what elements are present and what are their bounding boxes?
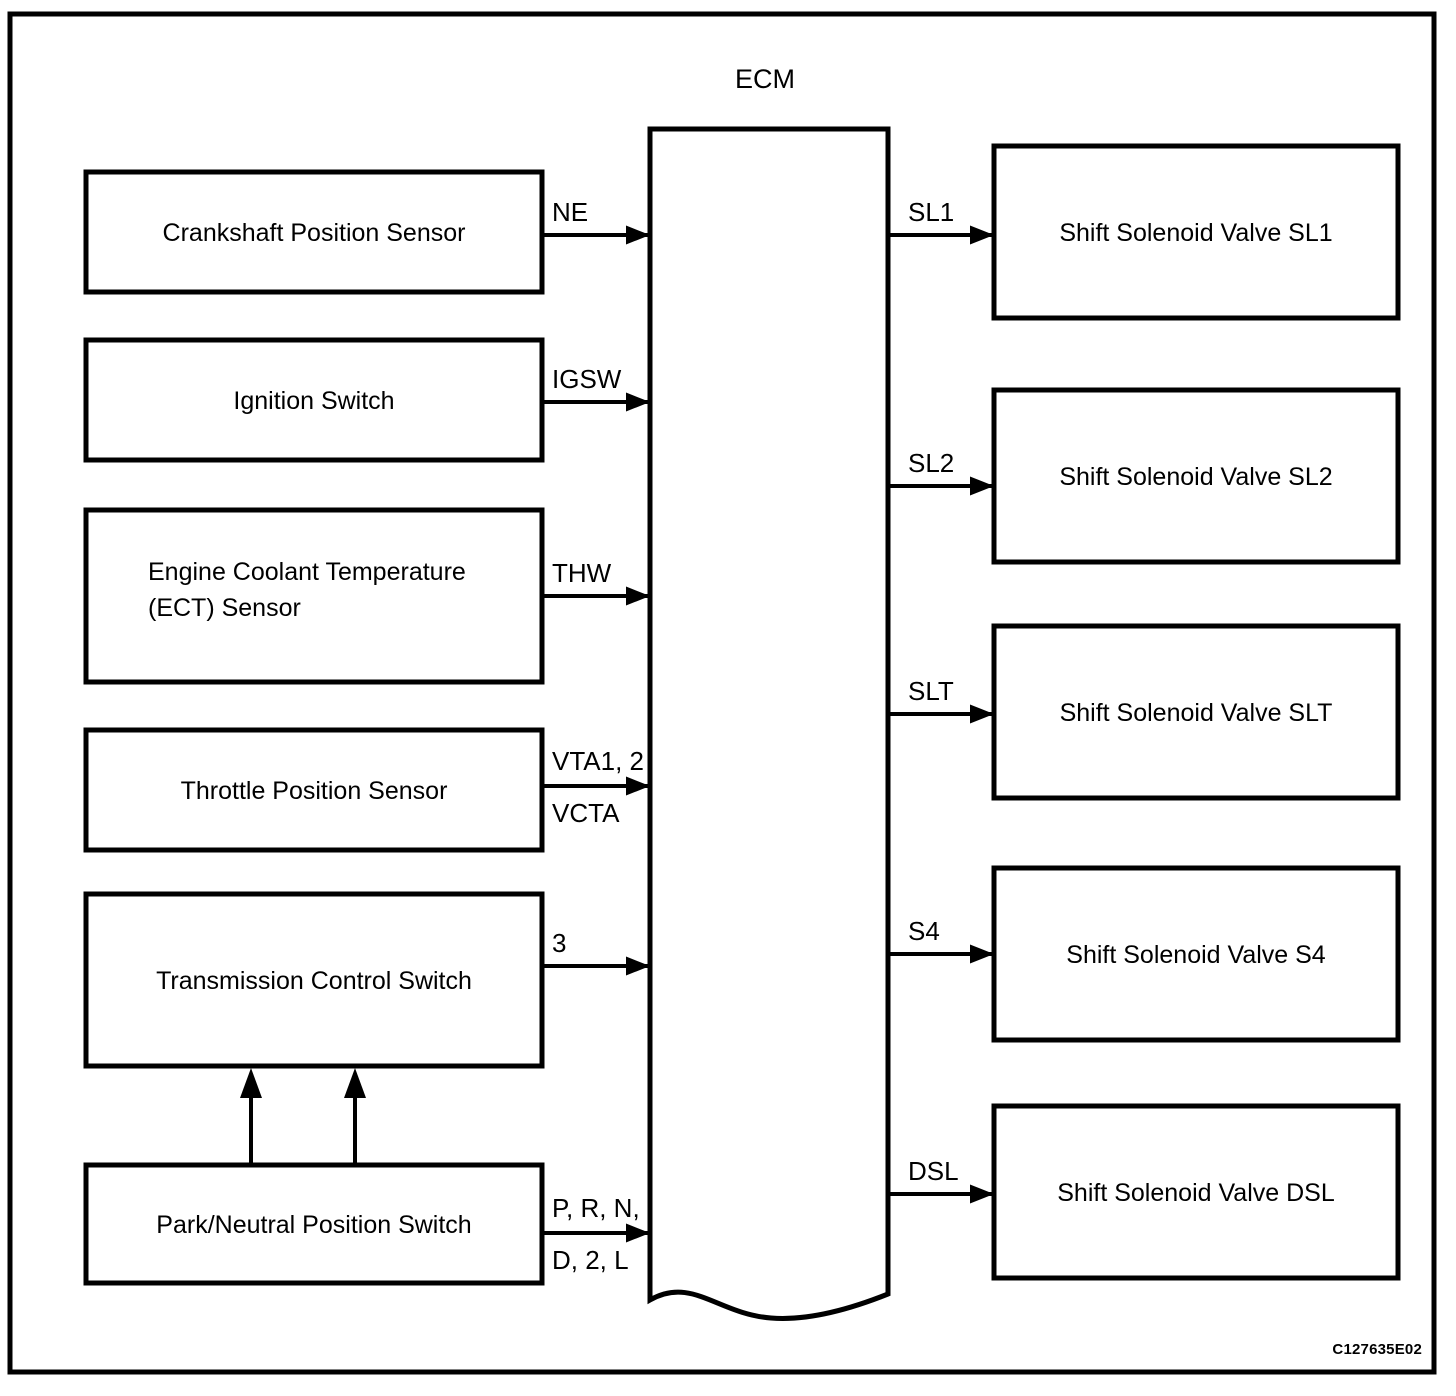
signal-arrowhead: [626, 1223, 650, 1243]
signal-label: THW: [552, 558, 612, 588]
output-node-shift-solenoid-valve-sl1[interactable]: Shift Solenoid Valve SL1 SL1: [888, 143, 1401, 321]
node-label: Transmission Control Switch: [156, 967, 472, 995]
node-box[interactable]: [83, 1162, 545, 1286]
signal-arrowhead: [970, 476, 994, 496]
internal-link-arrows: [240, 1068, 366, 1165]
signal-arrowhead: [626, 392, 650, 412]
node-label-line2: (ECT) Sensor: [148, 594, 301, 622]
node-label: Shift Solenoid Valve SL1: [1059, 219, 1332, 247]
signal-label: NE: [552, 197, 588, 227]
node-box[interactable]: [991, 143, 1401, 321]
node-box[interactable]: [991, 623, 1401, 801]
signal-label-bottom: VCTA: [552, 798, 620, 828]
node-label: Shift Solenoid Valve DSL: [1057, 1179, 1335, 1207]
signal-arrowhead: [626, 956, 650, 976]
signal-label: SLT: [908, 676, 954, 706]
signal-arrowhead: [626, 586, 650, 606]
ecm-column-shape: [647, 126, 891, 1321]
node-box[interactable]: [83, 891, 545, 1069]
node-label: Crankshaft Position Sensor: [163, 219, 466, 247]
signal-label: DSL: [908, 1156, 959, 1186]
input-node-transmission-control-switch[interactable]: Transmission Control Switch 3: [83, 891, 650, 1069]
signal-arrowhead: [970, 944, 994, 964]
node-label: Shift Solenoid Valve SL2: [1059, 463, 1332, 491]
signal-arrowhead: [626, 776, 650, 796]
input-node-throttle-position-sensor[interactable]: Throttle Position Sensor VTA1, 2 VCTA: [83, 727, 650, 853]
signal-arrowhead: [970, 704, 994, 724]
node-label: Throttle Position Sensor: [181, 777, 448, 805]
input-node-park-neutral-position-switch[interactable]: Park/Neutral Position Switch P, R, N, D, 2…: [83, 1162, 650, 1286]
output-node-shift-solenoid-valve-s4[interactable]: Shift Solenoid Valve S4 S4: [888, 865, 1401, 1043]
node-box[interactable]: [991, 1103, 1401, 1281]
signal-label: IGSW: [552, 364, 622, 394]
output-node-shift-solenoid-valve-dsl[interactable]: Shift Solenoid Valve DSL DSL: [888, 1103, 1401, 1281]
node-box[interactable]: [83, 727, 545, 853]
input-sensor-nodes: Crankshaft Position Sensor NE Ignition Swi…: [83, 169, 650, 1286]
signal-label-top: P, R, N,: [552, 1193, 640, 1223]
signal-arrowhead: [970, 225, 994, 245]
output-node-shift-solenoid-valve-sl2[interactable]: Shift Solenoid Valve SL2 SL2: [888, 387, 1401, 565]
node-box[interactable]: [991, 865, 1401, 1043]
diagram-frame-border: [7, 11, 1437, 1375]
signal-label: S4: [908, 916, 940, 946]
node-box[interactable]: [83, 169, 545, 295]
node-label: Shift Solenoid Valve SLT: [1060, 699, 1333, 727]
ecm-module: ECM: [647, 64, 891, 1321]
input-node-crankshaft-position-sensor[interactable]: Crankshaft Position Sensor NE: [83, 169, 650, 295]
input-node-engine-coolant-temperature-sensor[interactable]: Engine Coolant Temperature (ECT) Sensor TH…: [83, 507, 650, 685]
output-node-shift-solenoid-valve-slt[interactable]: Shift Solenoid Valve SLT SLT: [888, 623, 1401, 801]
signal-label-bottom: D, 2, L: [552, 1245, 629, 1275]
signal-label: SL2: [908, 448, 954, 478]
node-label: Ignition Switch: [233, 387, 394, 415]
internal-arrow-pnp-to-tcs-left: [240, 1068, 262, 1165]
signal-label: 3: [552, 928, 566, 958]
node-label-line1: Engine Coolant Temperature: [148, 558, 466, 586]
signal-label-top: VTA1, 2: [552, 746, 644, 776]
ecm-title-label: ECM: [735, 64, 795, 94]
node-box[interactable]: [83, 507, 545, 685]
signal-arrowhead: [970, 1184, 994, 1204]
internal-arrow-pnp-to-tcs-right: [344, 1068, 366, 1165]
input-node-ignition-switch[interactable]: Ignition Switch IGSW: [83, 337, 650, 463]
node-label: Shift Solenoid Valve S4: [1066, 941, 1326, 969]
internal-arrowhead: [344, 1068, 366, 1098]
node-label: Park/Neutral Position Switch: [156, 1211, 471, 1239]
signal-arrowhead: [626, 225, 650, 245]
figure-code-label: C127635E02: [1332, 1341, 1422, 1358]
signal-label: SL1: [908, 197, 954, 227]
node-box[interactable]: [991, 387, 1401, 565]
internal-arrowhead: [240, 1068, 262, 1098]
